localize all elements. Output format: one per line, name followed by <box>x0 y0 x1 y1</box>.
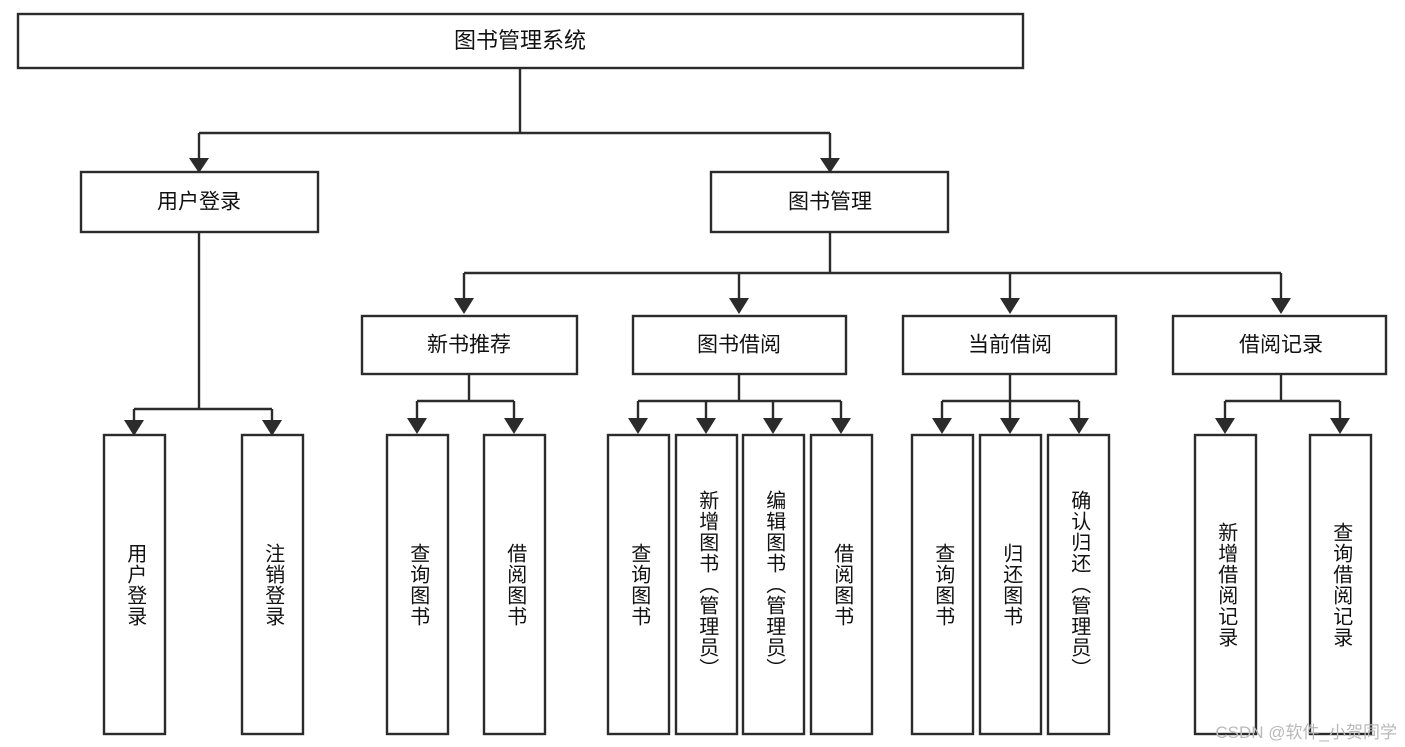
arrowhead-book-borrow <box>729 298 749 314</box>
arrowhead-leaf-query-book-3 <box>932 418 952 434</box>
node-leaf-return-book[interactable] <box>978 433 1043 736</box>
arrowhead-leaf-logout <box>262 420 282 436</box>
node-book-manage-label: 图书管理 <box>788 191 872 214</box>
node-user-login[interactable] <box>79 170 320 234</box>
node-root-label: 图书管理系统 <box>454 28 586 53</box>
node-leaf-query-book-1[interactable] <box>385 433 450 736</box>
node-book-manage[interactable] <box>709 170 950 234</box>
arrowhead-borrow-record <box>1271 298 1291 314</box>
node-book-borrow-label: 图书借阅 <box>697 334 781 357</box>
arrowhead-leaf-add-book <box>696 418 716 434</box>
node-leaf-borrow-book-1[interactable] <box>482 433 547 736</box>
node-leaf-borrow-book-2[interactable] <box>809 433 874 736</box>
node-leaf-query-book-3[interactable] <box>910 433 975 736</box>
node-new-book-rec-label: 新书推荐 <box>427 334 511 357</box>
node-current-borrow-label: 当前借阅 <box>968 334 1052 357</box>
arrowhead-leaf-query-book-1 <box>407 418 427 434</box>
node-current-borrow[interactable] <box>901 314 1118 376</box>
arrowhead-leaf-confirm-return <box>1069 418 1089 434</box>
arrowhead-leaf-add-record <box>1215 418 1235 434</box>
node-user-login-label: 用户登录 <box>157 191 241 214</box>
node-leaf-logout[interactable] <box>240 433 305 736</box>
arrowhead-new-book-rec <box>454 298 474 314</box>
arrowhead-leaf-query-record <box>1330 418 1350 434</box>
arrowhead-leaf-return-book <box>1000 418 1020 434</box>
arrowhead-book-manage <box>820 158 840 173</box>
arrowhead-leaf-borrow-book-2 <box>831 418 851 434</box>
node-borrow-record[interactable] <box>1171 314 1388 376</box>
node-layer: 图书管理系统 用户登录 图书管理 新书推荐 图书借阅 当前借阅 借阅记录 <box>16 12 1388 736</box>
arrowhead-leaf-edit-book <box>763 418 783 434</box>
connector-layer <box>124 68 1350 436</box>
node-root[interactable] <box>16 12 1025 70</box>
arrowhead-leaf-query-book-2 <box>628 418 648 434</box>
node-leaf-query-record[interactable] <box>1308 433 1373 736</box>
arrowhead-user-login <box>189 158 209 173</box>
csdn-watermark: CSDN @软件_小贺同学 <box>1215 723 1397 742</box>
node-leaf-add-record[interactable] <box>1193 433 1258 736</box>
arrowhead-leaf-borrow-book-1 <box>504 418 524 434</box>
node-leaf-edit-book[interactable] <box>741 433 806 736</box>
arrowhead-leaf-user-login <box>124 420 144 436</box>
node-borrow-record-label: 借阅记录 <box>1239 334 1323 357</box>
node-leaf-confirm-return[interactable] <box>1046 433 1111 736</box>
node-leaf-query-book-2[interactable] <box>606 433 671 736</box>
node-new-book-rec[interactable] <box>360 314 579 376</box>
arrowhead-current-borrow <box>1000 298 1020 314</box>
node-leaf-user-login[interactable] <box>102 433 167 736</box>
node-leaf-add-book[interactable] <box>674 433 739 736</box>
node-book-borrow[interactable] <box>631 314 848 376</box>
